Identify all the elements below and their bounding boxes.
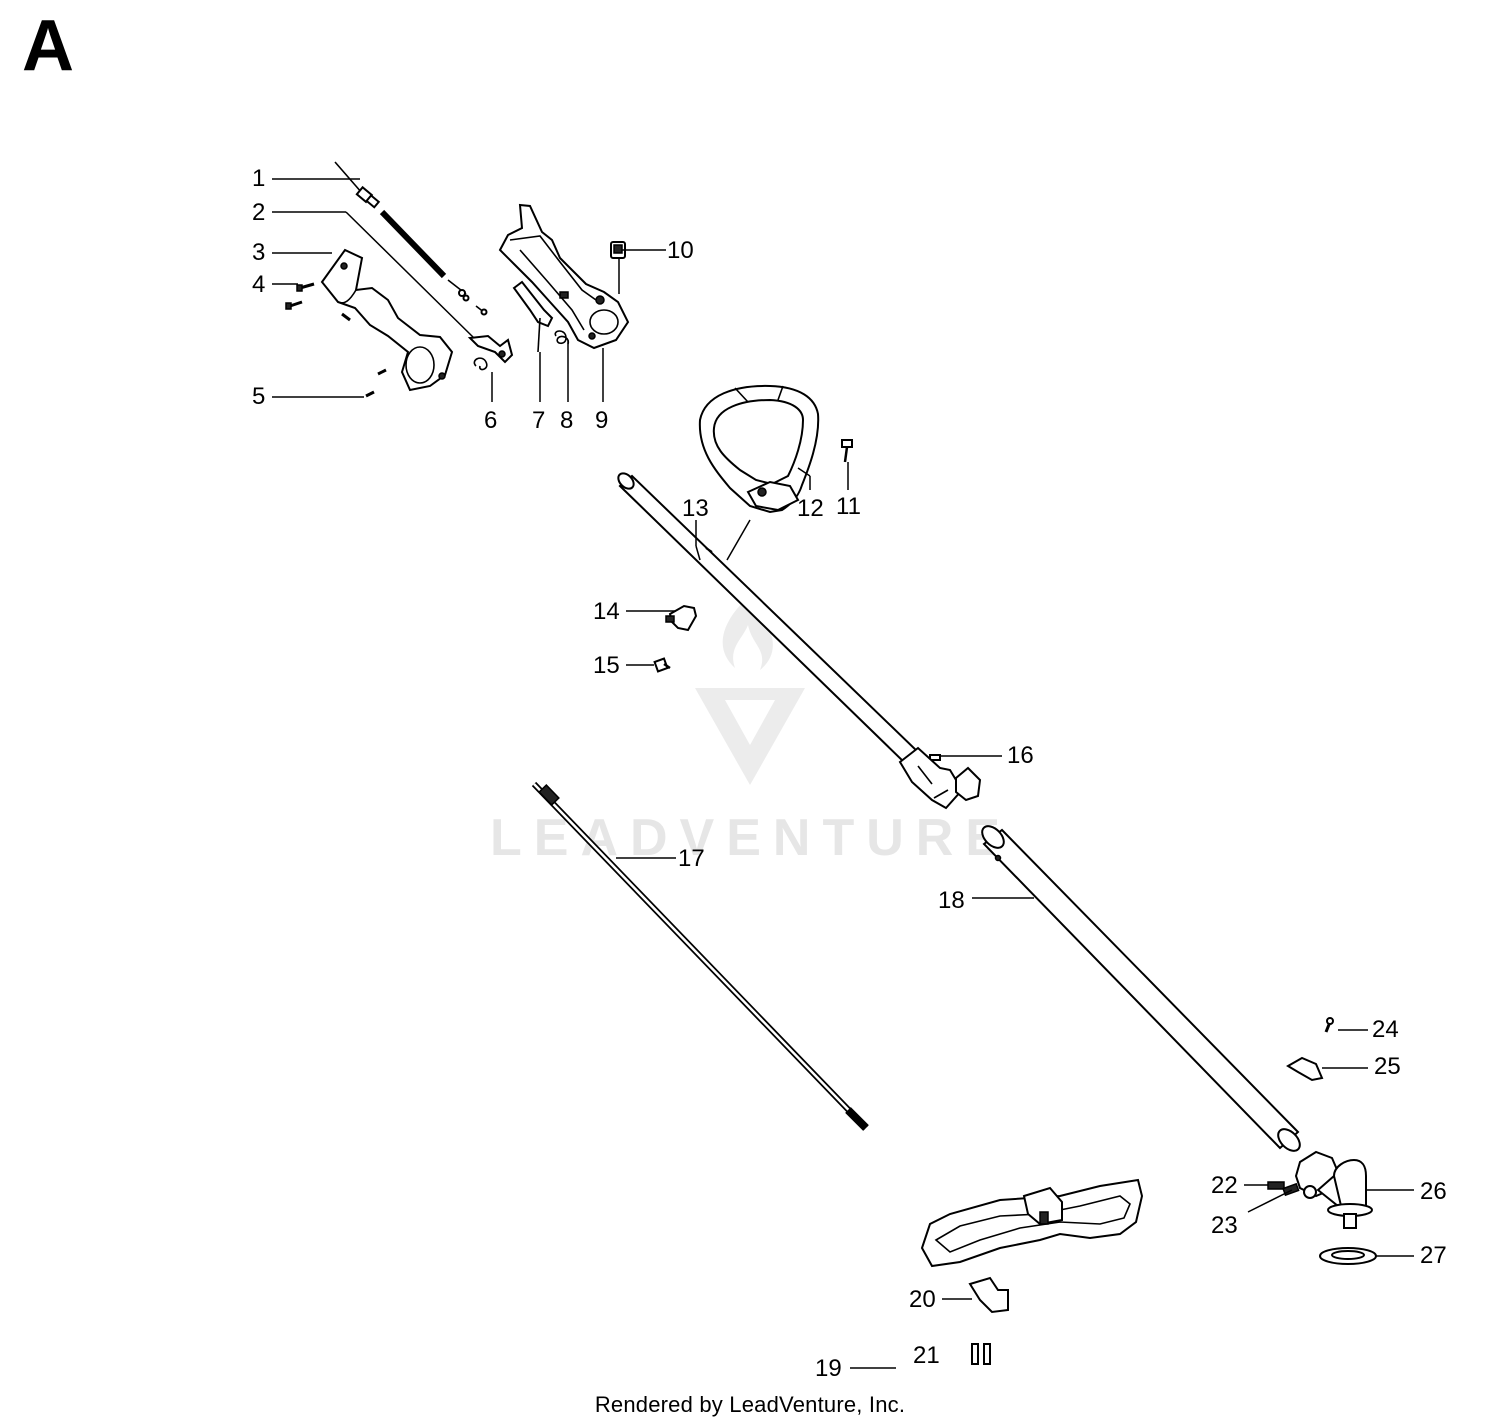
part-3-handle-half (320, 248, 454, 392)
callout-23: 23 (1211, 1212, 1238, 1239)
part-5-screws (365, 368, 387, 398)
part-14-clamp (665, 604, 698, 632)
section-letter: A (22, 6, 74, 86)
shaft-coupling (898, 746, 982, 810)
callout-2: 2 (252, 199, 265, 226)
callout-20: 20 (909, 1286, 936, 1313)
callout-16: 16 (1007, 742, 1034, 769)
callout-21: 21 (913, 1342, 940, 1369)
callout-18: 18 (938, 887, 965, 914)
part-8-spring (554, 330, 570, 345)
part-26-gear-head (1294, 1150, 1373, 1229)
callout-6: 6 (484, 407, 497, 434)
part-6-spring (473, 357, 488, 371)
callout-25: 25 (1374, 1053, 1401, 1080)
callout-10: 10 (667, 237, 694, 264)
part-24-screw (1324, 1017, 1334, 1033)
part-17-drive-shaft (531, 781, 869, 1131)
part-20-guard-bracket (968, 1276, 1009, 1314)
part-2-throttle-lever (467, 334, 514, 364)
part-16-pin (929, 754, 941, 761)
callout-8: 8 (560, 407, 573, 434)
part-19-trimmer-guard (920, 1178, 1144, 1268)
callout-1: 1 (252, 165, 265, 192)
part-11-screw (841, 439, 853, 463)
callout-7: 7 (532, 407, 545, 434)
watermark-text: LEADVENTURE (490, 809, 1013, 867)
part-4-screws (285, 282, 351, 322)
part-25-clamp (1286, 1056, 1324, 1082)
leader-lines (272, 178, 1414, 1369)
callout-5: 5 (252, 383, 265, 410)
callout-14: 14 (593, 598, 620, 625)
part-27-washer (1319, 1247, 1377, 1265)
callout-numbers: 1 2 3 4 5 6 7 8 9 10 11 12 13 14 15 16 1… (252, 165, 1447, 1382)
part-1-throttle-cable (334, 161, 488, 316)
callout-15: 15 (593, 652, 620, 679)
callout-9: 9 (595, 407, 608, 434)
callout-3: 3 (252, 239, 265, 266)
callout-12: 12 (797, 495, 824, 522)
callout-4: 4 (252, 271, 265, 298)
footer-credit: Rendered by LeadVenture, Inc. (594, 1392, 906, 1417)
callout-26: 26 (1420, 1178, 1447, 1205)
part-15-bolt (653, 657, 671, 673)
part-9-handle-housing (498, 203, 630, 350)
part-21-screws (971, 1343, 991, 1365)
callout-19: 19 (815, 1355, 842, 1382)
part-7-trigger (512, 280, 554, 353)
callout-27: 27 (1420, 1242, 1447, 1269)
callout-13: 13 (682, 495, 709, 522)
callout-17: 17 (678, 845, 705, 872)
callout-22: 22 (1211, 1172, 1238, 1199)
callout-24: 24 (1372, 1016, 1399, 1043)
part-12-loop-handle (698, 384, 820, 514)
part-22-bolt (1267, 1181, 1285, 1190)
part-18-lower-shaft (981, 825, 1301, 1152)
callout-11: 11 (836, 493, 861, 520)
